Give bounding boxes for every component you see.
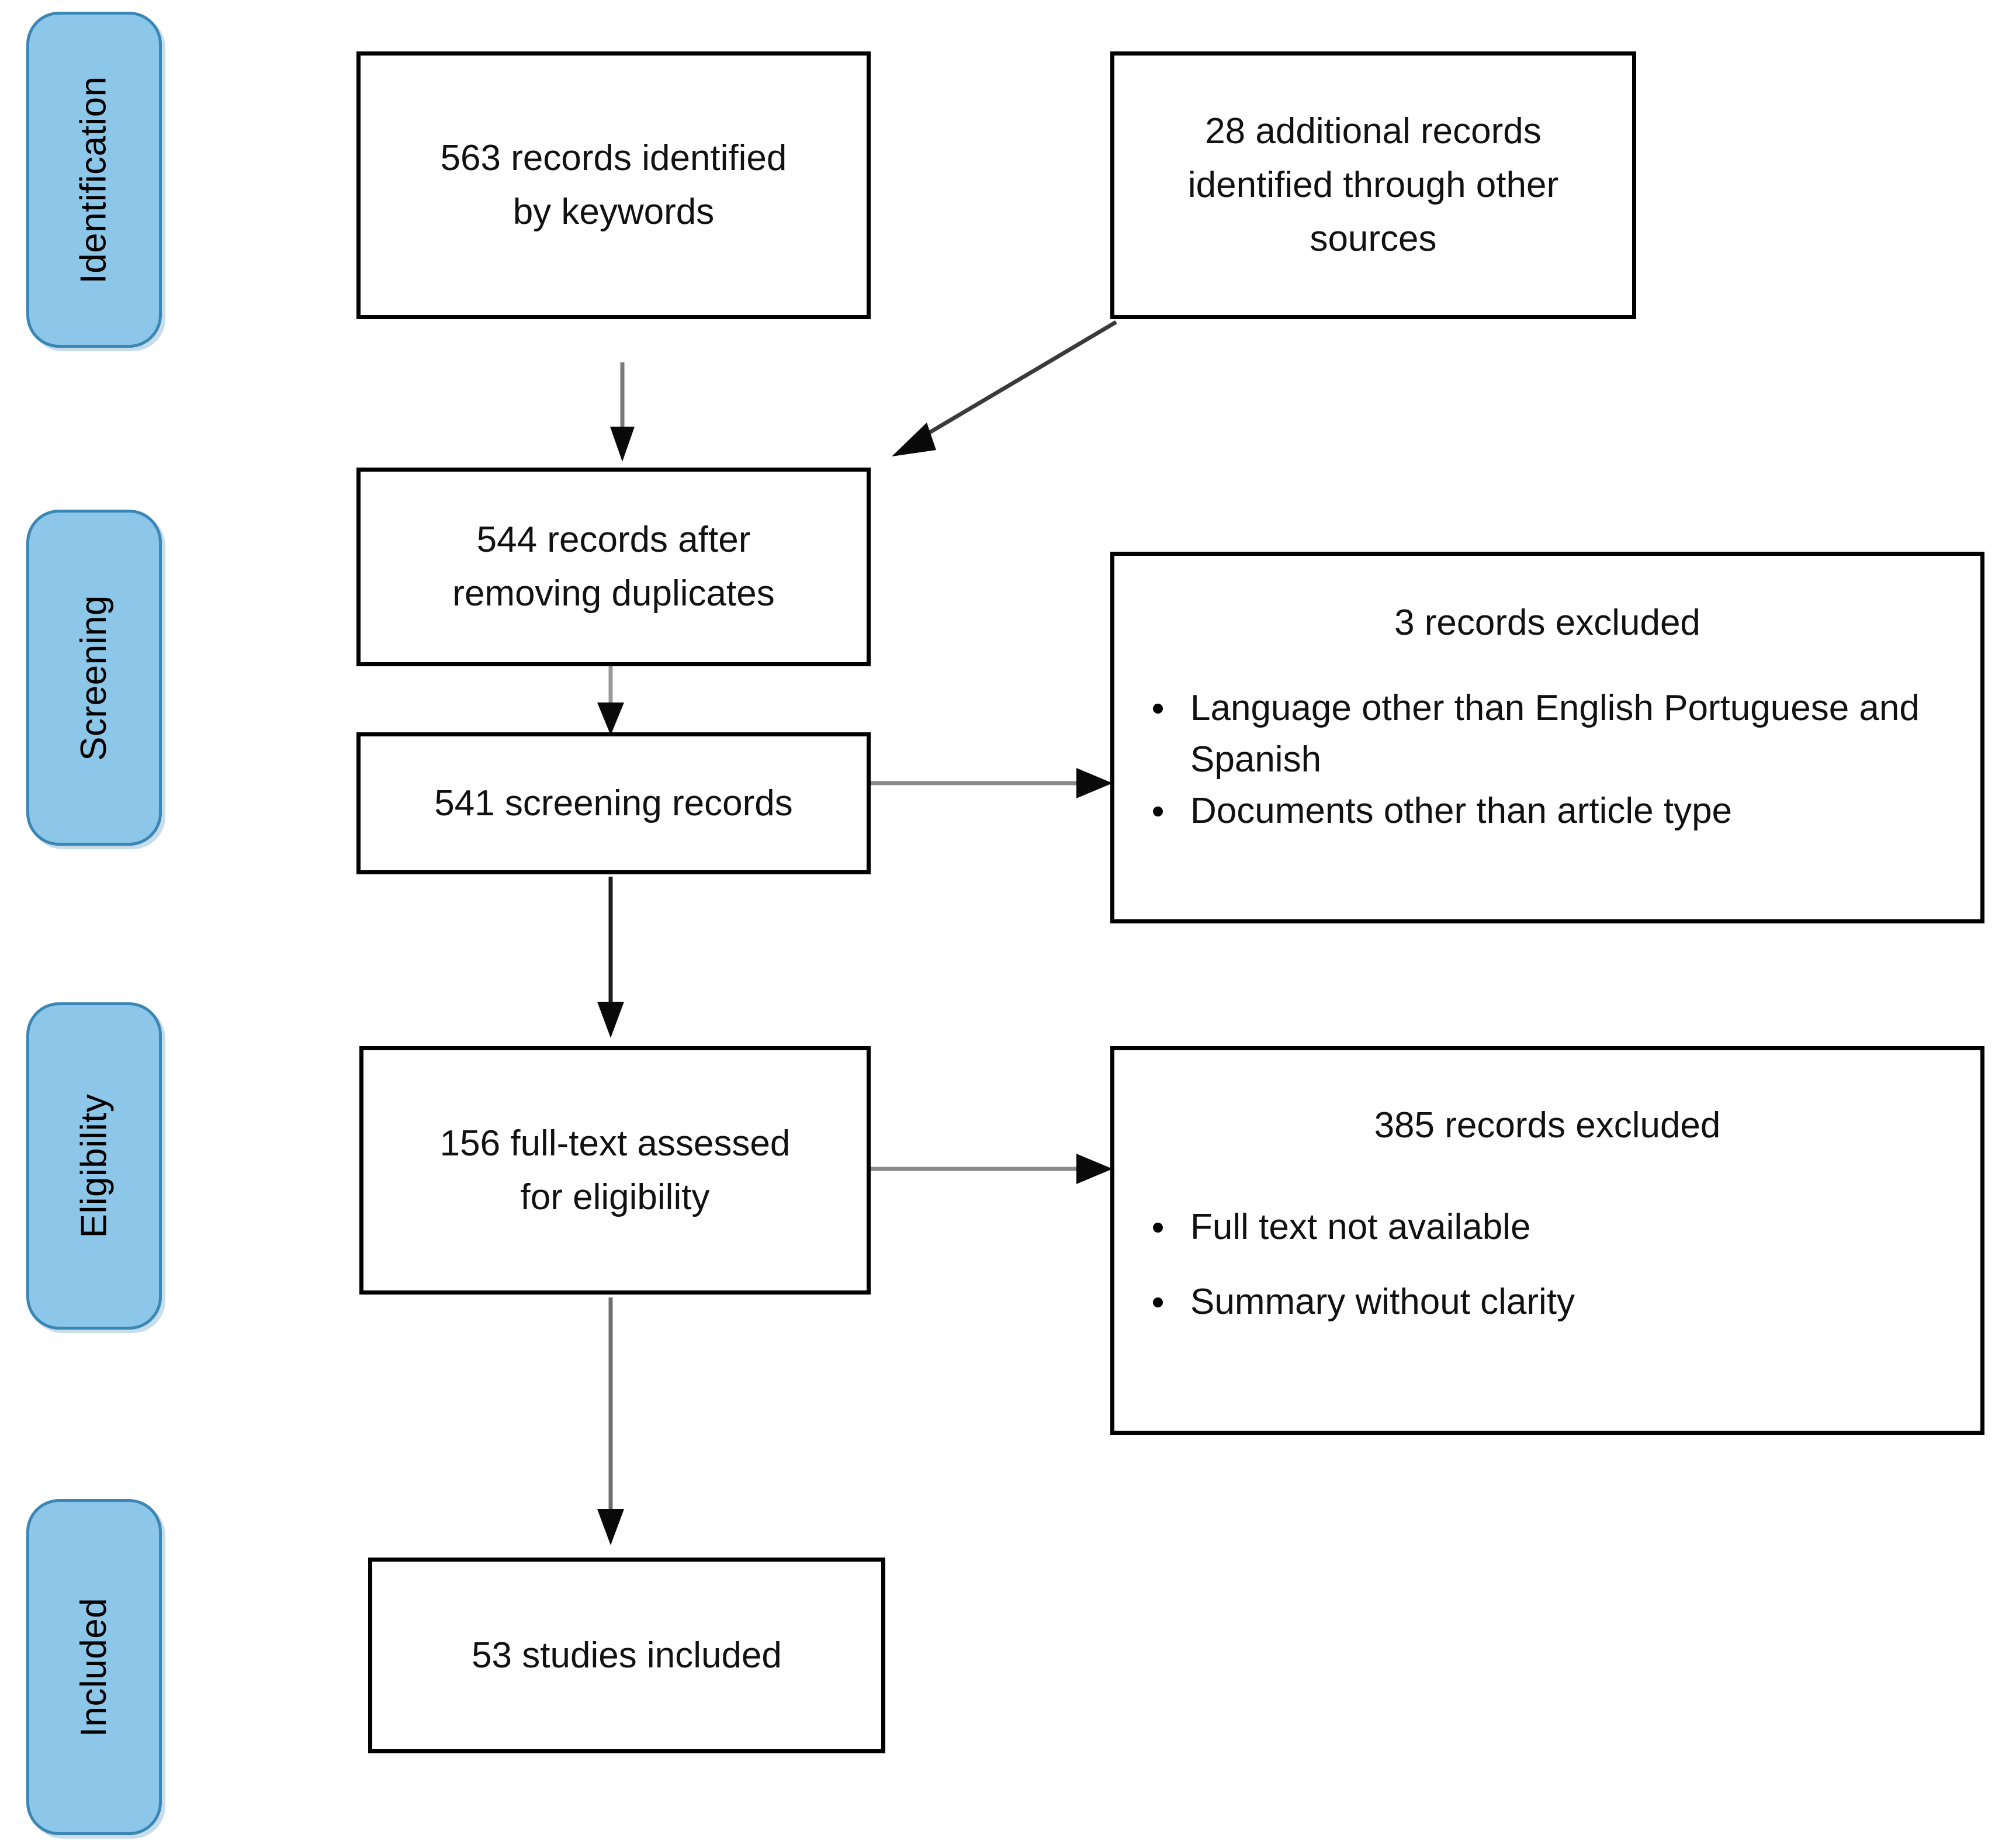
arrow-fulltext-to-included: [584, 1297, 637, 1555]
box-after-duplicates: 544 records after removing duplicates: [356, 468, 871, 666]
stage-pill-identification: Identification: [26, 12, 162, 348]
stage-label-identification: Identification: [74, 75, 114, 284]
box-excluded-screening: 3 records excluded Language other than E…: [1110, 552, 1984, 923]
bullet-icon: [1153, 806, 1163, 816]
box-fulltext-assessed-text: 156 full-text assessed for eligibility: [439, 1123, 791, 1217]
list-item: Language other than English Portuguese a…: [1130, 683, 1965, 785]
list-item-label: Full text not available: [1190, 1206, 1531, 1247]
box-records-identified: 563 records identified by keywords: [356, 51, 871, 319]
box-additional-records: 28 additional records identified through…: [1110, 51, 1636, 319]
bullet-icon: [1153, 703, 1163, 714]
box-records-identified-text: 563 records identified by keywords: [440, 138, 787, 232]
box-excluded-eligibility: 385 records excluded Full text not avail…: [1110, 1046, 1984, 1435]
box-fulltext-assessed: 156 full-text assessed for eligibility: [359, 1046, 871, 1295]
stage-label-eligibility: Eligibility: [74, 1093, 115, 1238]
arrow-screening-to-fulltext: [584, 877, 637, 1040]
box-excluded-screening-title: 3 records excluded: [1394, 603, 1700, 643]
list-item: Full text not available: [1130, 1202, 1965, 1253]
box-studies-included-text: 53 studies included: [472, 1635, 782, 1676]
arrow-duplicates-to-screening: [584, 666, 637, 735]
box-screening-records: 541 screening records: [356, 732, 871, 874]
stage-pill-included: Included: [26, 1499, 162, 1835]
stage-pill-screening: Screening: [26, 510, 162, 846]
arrow-identified-to-duplicates: [596, 362, 649, 462]
box-excluded-eligibility-title: 385 records excluded: [1374, 1105, 1721, 1146]
excluded-screening-list: Language other than English Portuguese a…: [1130, 683, 1965, 837]
box-studies-included: 53 studies included: [368, 1558, 885, 1753]
box-additional-records-text: 28 additional records identified through…: [1187, 111, 1559, 259]
stage-label-included: Included: [74, 1597, 115, 1737]
list-item-label: Documents other than article type: [1190, 790, 1733, 831]
list-item: Documents other than article type: [1130, 785, 1965, 837]
stage-pill-eligibility: Eligibility: [26, 1002, 162, 1330]
list-item-label: Summary without clarity: [1190, 1281, 1575, 1322]
list-item: Summary without clarity: [1130, 1276, 1965, 1328]
arrow-additional-to-duplicates: [871, 319, 1122, 462]
arrow-screening-to-excluded: [871, 760, 1116, 807]
box-screening-records-text: 541 screening records: [434, 783, 793, 823]
list-item-label: Language other than English Portuguese a…: [1190, 687, 1920, 780]
box-after-duplicates-text: 544 records after removing duplicates: [452, 520, 775, 614]
bullet-icon: [1153, 1297, 1163, 1307]
arrow-fulltext-to-excluded: [871, 1146, 1116, 1192]
stage-label-screening: Screening: [74, 594, 114, 761]
excluded-eligibility-list: Full text not available Summary without …: [1130, 1202, 1965, 1328]
bullet-icon: [1153, 1222, 1163, 1233]
